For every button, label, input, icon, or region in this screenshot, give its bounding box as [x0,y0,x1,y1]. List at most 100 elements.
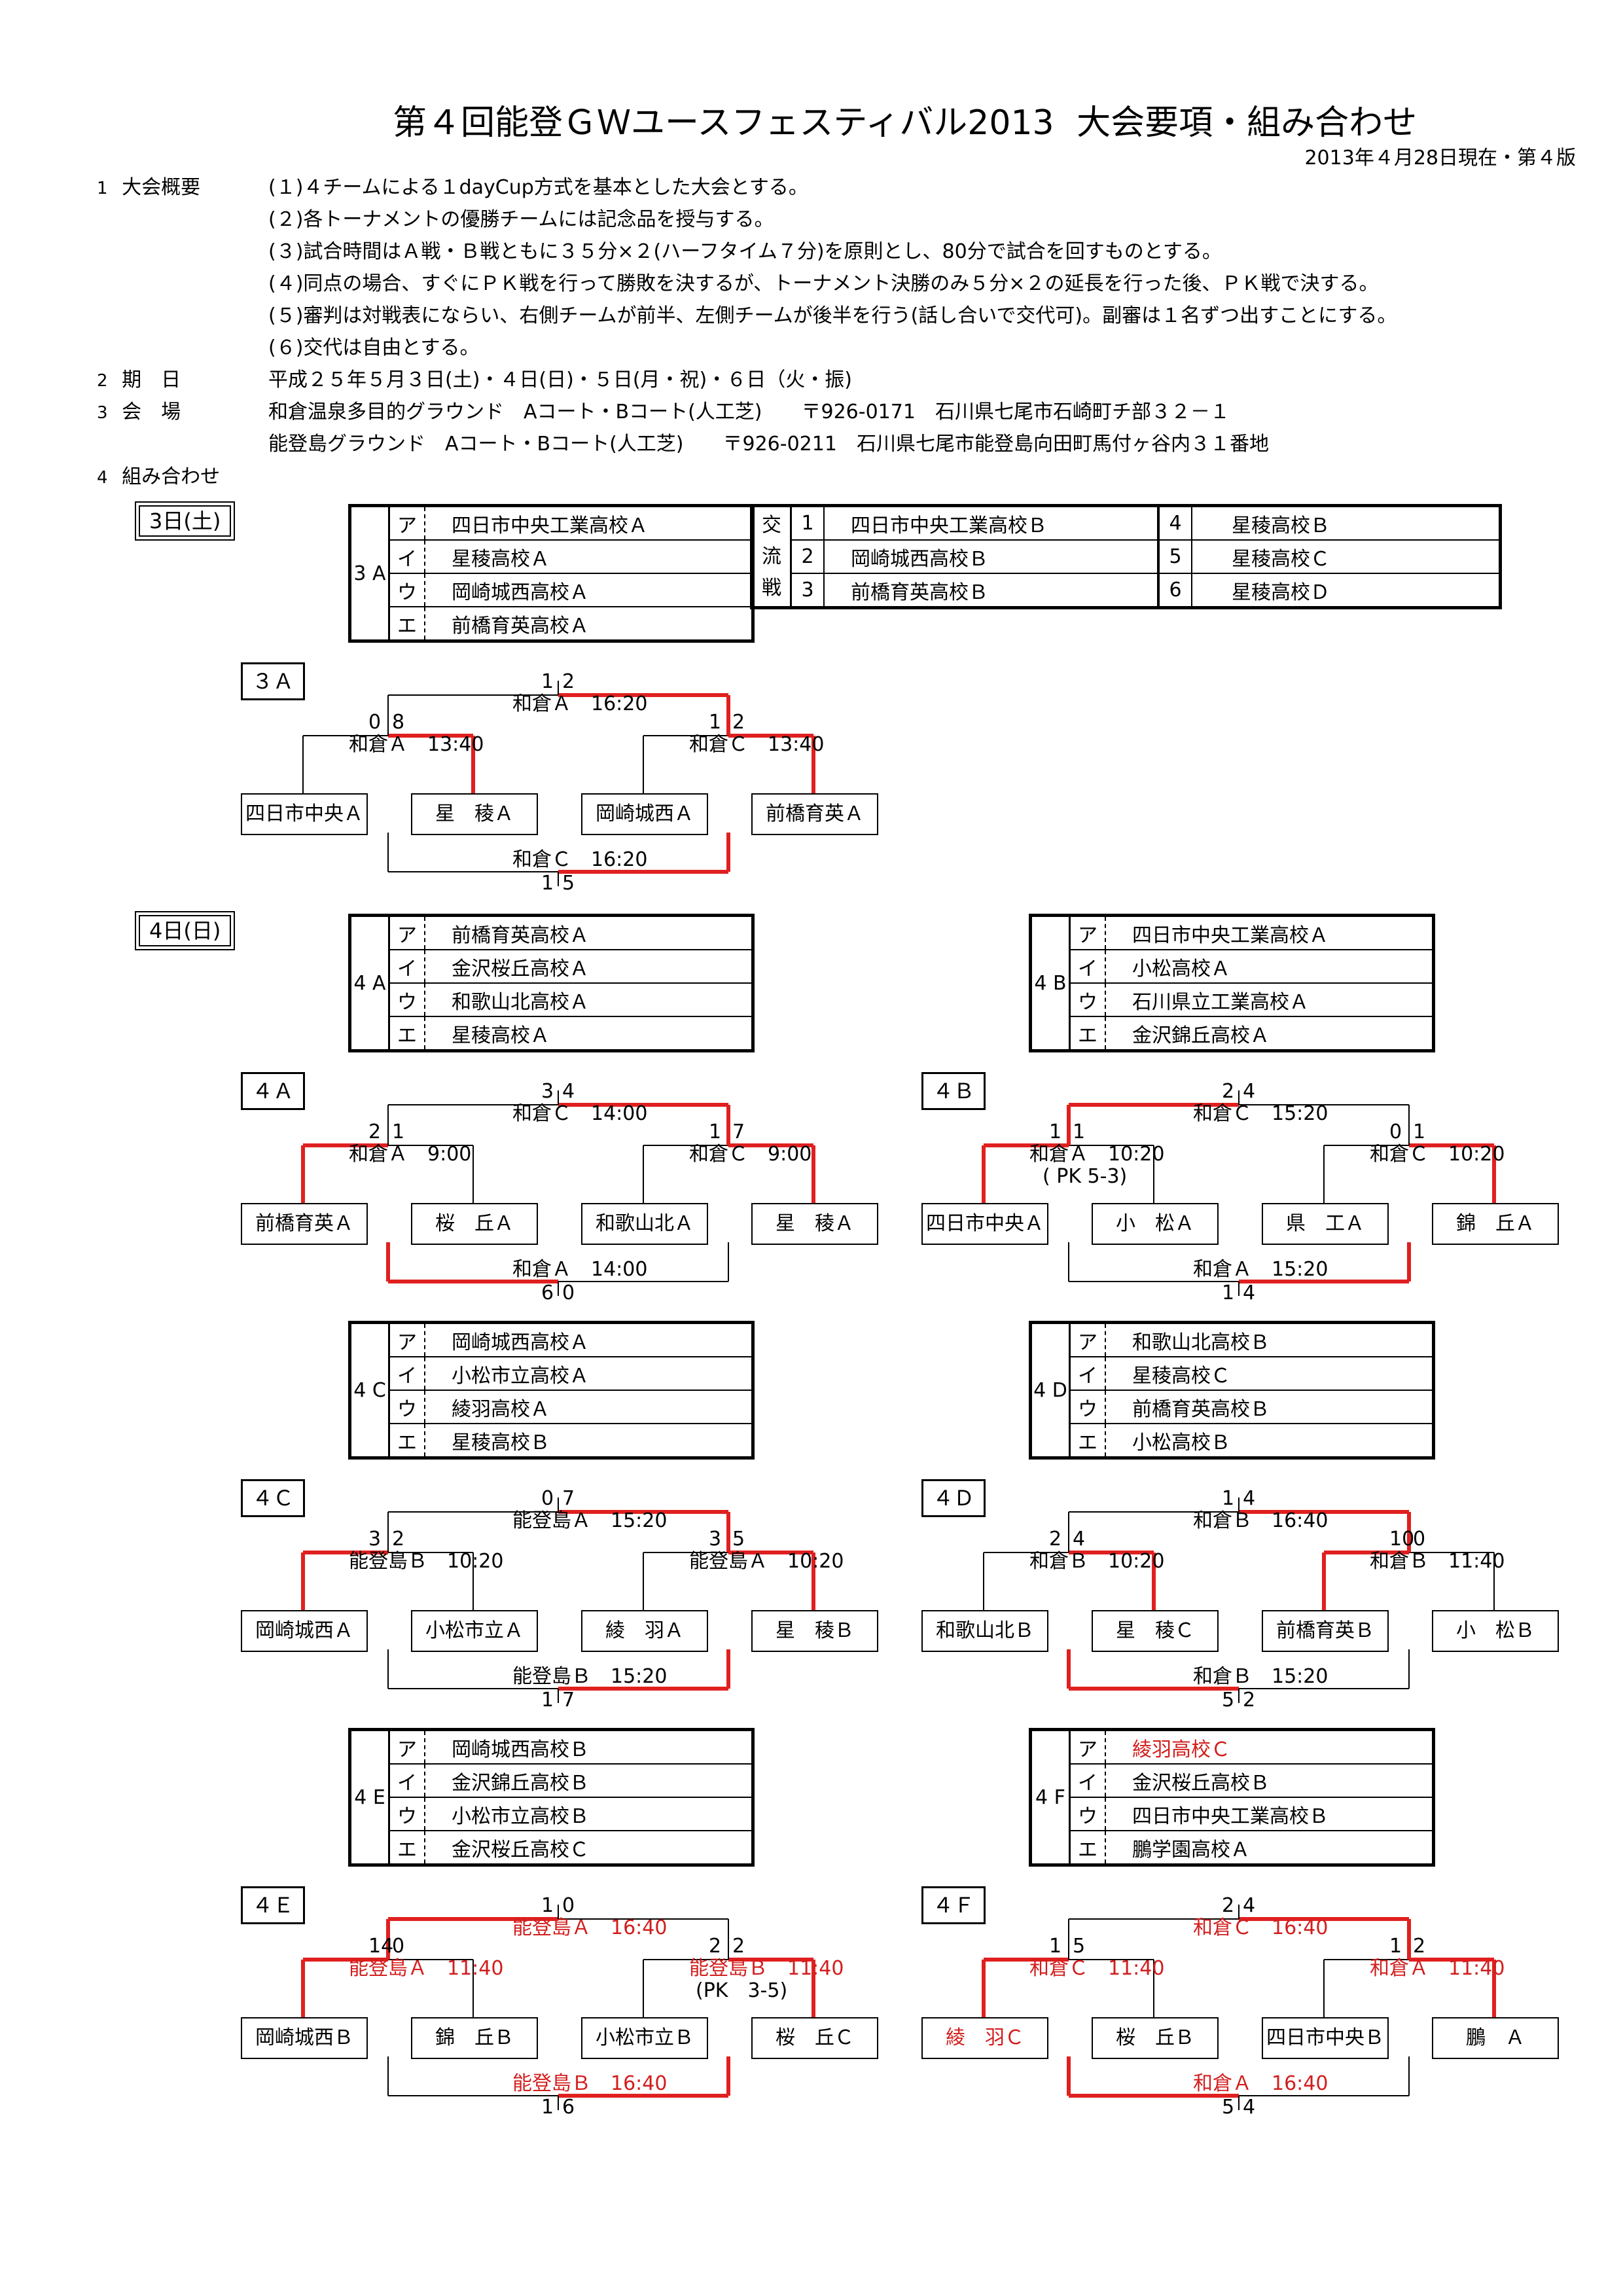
sf2-score-right: 2 [1413,1935,1426,1958]
team-box: 小 松Ｂ [1432,1610,1559,1652]
final-venue: 和倉Ｃ 15:20 [1193,1102,1329,1125]
group-table-3A: 3 A ア 四日市中央工業高校Ａ イ 星稜高校Ａ ウ 岡崎城西高校Ａ エ 前橋育… [348,504,755,643]
third-venue: 和倉Ａ 14:00 [512,1258,648,1281]
team-name: 小松市立高校Ｂ [425,1797,753,1831]
match-number: 1 [791,505,825,541]
team-key: エ [389,1831,425,1865]
day-label-3: 3日(土) [134,501,236,541]
team-name: 前橋育英高校Ａ [452,614,589,637]
rule-item: (６)交代は自由とする。 [268,336,480,359]
rule-item: (１)４チームによる１dayCup方式を基本とした大会とする。 [268,176,808,199]
team-name: 綾羽高校Ｃ [1105,1729,1434,1765]
team-box: 桜 丘Ａ [411,1203,538,1245]
sf2-venue: 能登島Ａ 10:20 [689,1550,844,1573]
sf1-score-left: 2 [1049,1528,1062,1551]
team-key: エ [389,607,425,641]
bracket-label: ４Ａ [241,1072,306,1110]
final-score-right: 4 [1243,1487,1256,1510]
final-score-left: 2 [1222,1080,1235,1103]
bracket-label: ３Ａ [241,662,306,700]
section-number: 2 [97,371,108,391]
final-venue: 和倉Ｂ 16:40 [1193,1509,1329,1532]
team-key: イ [1069,950,1106,984]
team-name: 小松高校Ｂ [1132,1431,1230,1454]
bracket-label: ４Ｃ [241,1479,306,1517]
third-score-right: 4 [1243,2096,1256,2119]
sf2-score-right: 0 [1413,1528,1426,1551]
third-score-right: 0 [562,1282,575,1304]
sf2-venue: 和倉Ｃ 13:40 [689,733,825,756]
team-key: ア [389,915,425,950]
team-key: ウ [1069,1390,1106,1424]
final-score-left: 2 [1222,1894,1235,1917]
team-key: エ [1069,1424,1106,1458]
rule-item: (２)各トーナメントの優勝チームには記念品を授与する。 [268,208,774,231]
team-box: 錦 丘Ａ [1432,1203,1559,1245]
sf1-venue: 和倉Ａ 9:00 [349,1143,472,1166]
third-venue: 能登島Ｂ 16:40 [512,2072,668,2095]
team-box: 和歌山北Ｂ [921,1610,1048,1652]
team-box: 小 松Ａ [1092,1203,1219,1245]
final-venue: 能登島Ａ 16:40 [512,1916,668,1939]
sf2-score-left: 1 [709,711,722,734]
team-name: 小松市立高校Ａ [425,1357,753,1391]
sf2-score-right: 7 [732,1121,745,1143]
sf2-score-left: 1 [1389,1935,1402,1958]
sf1-venue: 能登島Ｂ 10:20 [349,1550,504,1573]
third-score-left: 5 [1222,1689,1235,1712]
third-score-left: 6 [541,1282,554,1304]
section-1-items: (１)４チームによる１dayCup方式を基本とした大会とする。 (２)各トーナメ… [268,171,1397,364]
third-score-left: 1 [1222,1282,1235,1304]
sf2-score-left: 10 [1389,1528,1415,1551]
team-name: 四日市中央工業高校Ａ [425,505,753,541]
match-number: 6 [1158,573,1192,608]
match-number: 3 [791,573,825,608]
team-key: ア [1069,1322,1106,1357]
third-venue: 和倉Ｃ 16:20 [512,848,648,871]
third-score-right: 5 [562,872,575,895]
sf2-score-left: 1 [709,1121,722,1143]
day-label-4: 4日(日) [134,911,236,950]
team-box: 桜 丘Ｃ [751,2017,878,2059]
bracket-label: ４Ｅ [241,1886,306,1924]
exchange-label-text: 交流戦 [762,513,781,600]
page-title: 第４回能登ＧＷユースフェスティバル2013 大会要項・組み合わせ [393,95,1417,144]
section-number: 4 [97,468,108,488]
final-venue: 和倉Ｃ 14:00 [512,1102,648,1125]
team-box: 小松市立Ｂ [581,2017,708,2059]
team-name: 金沢桜丘高校Ｃ [452,1838,589,1861]
sf1-score-right: 1 [392,1121,405,1143]
team-box: 星 稜Ａ [411,793,538,835]
final-score-right: 2 [562,670,575,693]
team-box: 岡崎城西Ａ [241,1610,368,1652]
team-name: 星稜高校Ｃ [1105,1357,1434,1391]
team-key: エ [1069,1016,1106,1051]
match-number: 2 [791,540,825,574]
team-name: 四日市中央工業高校Ｂ [824,505,1160,541]
team-key: ウ [389,983,425,1017]
team-box: 前橋育英Ｂ [1262,1610,1389,1652]
sf1-score-right: 0 [392,1935,405,1958]
team-key: エ [1069,1831,1106,1865]
final-score-right: 0 [562,1894,575,1917]
sf1-venue: 和倉Ｃ 11:40 [1029,1957,1165,1980]
team-box: 桜 丘Ｂ [1092,2017,1219,2059]
team-key: エ [389,1016,425,1051]
team-box: 前橋育英Ａ [241,1203,368,1245]
group-label: 4 A [349,915,390,1051]
exchange-table: 交流戦 1 四日市中央工業高校Ｂ 4 星稜高校Ｂ 2 岡崎城西高校Ｂ 5 星稜高… [750,504,1502,609]
sf1-score-right: 4 [1073,1528,1086,1551]
section-label: 会 場 [122,401,181,423]
sf1-score-left: 0 [368,711,382,734]
third-venue: 能登島Ｂ 15:20 [512,1665,668,1688]
rule-item: (５)審判は対戦表にならい、右側チームが前半、左側チームが後半を行う(話し合いで… [268,304,1397,327]
team-name: 和歌山北高校Ｂ [1105,1322,1434,1357]
exchange-label: 交流戦 [751,505,792,608]
team-key: ウ [389,573,425,607]
team-name: 金沢錦丘高校Ｂ [425,1764,753,1798]
team-key: ウ [1069,983,1106,1017]
final-score-left: 0 [541,1487,554,1510]
